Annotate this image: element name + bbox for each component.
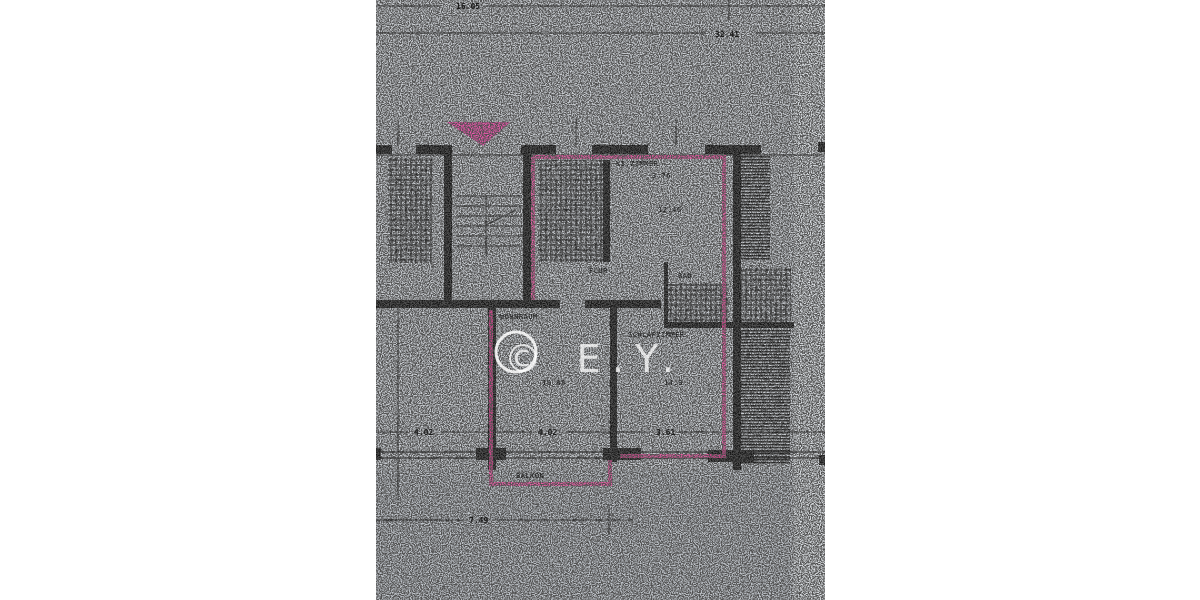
room-label-flur: FLUR (589, 267, 608, 275)
room-label-bad: BAD (678, 272, 692, 280)
print-noise (376, 0, 825, 600)
room-area-kizimmer: 12.46 (658, 206, 682, 214)
room-area-schlafzimmer: 14.0 (664, 379, 683, 387)
floor-plan: © E.Y. 16.05 32.41 7.49 4.02 4.02 3.61 K… (376, 0, 825, 600)
dim-room-left: 4.02 (414, 428, 433, 437)
dim-top-right: 32.41 (715, 30, 739, 39)
dim-schlafzimmer: 3.61 (656, 428, 675, 437)
watermark: © E.Y. (494, 330, 674, 381)
copyright-icon (494, 330, 538, 374)
room-area-wohnraum: 19.85 (542, 379, 566, 387)
room-label-balkon: BALKON (516, 472, 544, 480)
room-label-wohnraum: WOHNRAUM (500, 313, 538, 321)
room-label-schlafzimmer: SCHLAFZIMMER (628, 331, 685, 339)
dim-bottom: 7.49 (469, 516, 488, 525)
dim-top-left: 16.05 (456, 2, 480, 11)
dim-wohnraum: 4.02 (538, 428, 557, 437)
kizimmer-width: 3.76 (652, 172, 671, 180)
watermark-text: © E.Y. (504, 337, 674, 381)
room-label-kizimmer: KI.ZIMMER (616, 160, 659, 168)
